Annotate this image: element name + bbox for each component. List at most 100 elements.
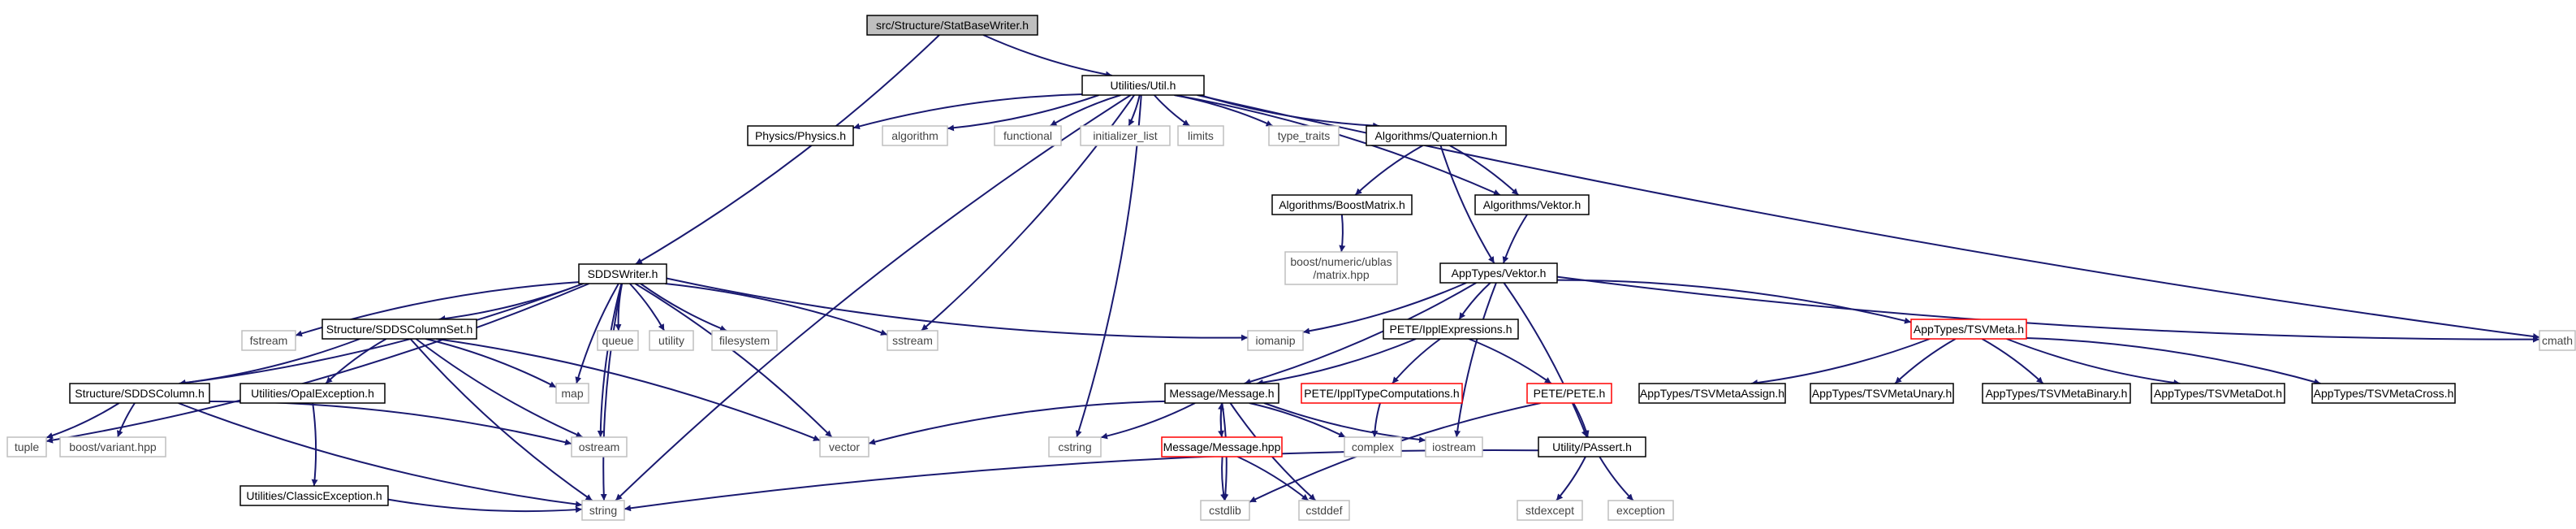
node-label: cstddef [1305,504,1342,517]
edge-message_hpp-to-cstdlib [1220,456,1227,501]
node-fstream: fstream [241,330,296,351]
edge-path [1263,402,1426,444]
node-label: Utilities/OpalException.h [251,387,374,400]
node-label: PETE/PETE.h [1534,387,1606,400]
edge-path [1449,145,1520,196]
edge-path [1174,94,1501,196]
node-label: filesystem [719,334,770,347]
node-box [239,383,386,404]
node-box [1164,383,1279,404]
edge-sdds_writer-to-utility [629,283,666,332]
node-tsv-dot[interactable]: AppTypes/TSVMetaDot.h [2151,383,2285,404]
node-passert[interactable]: Utility/PAssert.h [1538,436,1646,457]
edge-pete-to-passert [1573,402,1590,438]
node-utility: utility [649,330,694,351]
edge-app_vektor-to-iostream [1454,282,1497,438]
node-tsv-binary[interactable]: AppTypes/TSVMetaBinary.h [1982,383,2131,404]
node-cstring: cstring [1048,436,1102,457]
edge-columnset-to-vector [436,338,821,441]
edge-ippl_type-to-complex [1371,402,1381,438]
node-box [321,319,477,340]
node-cmath: cmath [2539,330,2576,351]
node-classic-exc[interactable]: Utilities/ClassicException.h [239,485,389,506]
node-label: AppTypes/Vektor.h [1452,267,1547,280]
edge-sdds_column-to-tuple [45,402,120,439]
node-label: iomanip [1255,334,1295,347]
node-sdds-column[interactable]: Structure/SDDSColumn.h [69,383,210,404]
node-box [1177,125,1224,146]
edge-path [1556,279,1912,324]
edge-ippl_expr-to-ippl_type [1392,338,1441,384]
edge-path [600,283,623,501]
node-sdds-writer[interactable]: SDDSWriter.h [578,263,667,284]
edge-util-to-limits [1153,94,1190,127]
edge-sdds_writer-to-sdds_column [179,283,584,386]
node-label: string [589,504,617,517]
node-label: queue [602,334,634,347]
node-box [711,330,778,351]
node-opal-exc[interactable]: Utilities/OpalException.h [239,383,386,404]
edge-quaternion-to-app_vektor [1439,145,1495,264]
edge-path [179,283,584,386]
edge-columnset-to-ostream [415,338,584,438]
node-label: functional [1003,129,1052,142]
node-box [1383,319,1519,340]
node-message-h[interactable]: Message/Message.h [1164,383,1279,404]
node-tsvmeta[interactable]: AppTypes/TSVMeta.h [1910,319,2027,340]
node-tsv-unary[interactable]: AppTypes/TSVMetaUnary.h [1810,383,1954,404]
node-label: stdexcept [1525,504,1574,517]
node-tsv-assign[interactable]: AppTypes/TSVMetaAssign.h [1638,383,1786,404]
node-exception: exception [1607,500,1674,521]
node-label: cmath [2542,334,2573,347]
node-box [1298,500,1350,521]
node-boostmatrix[interactable]: Algorithms/BoostMatrix.h [1271,194,1413,215]
node-quaternion[interactable]: Algorithms/Quaternion.h [1366,125,1507,146]
node-alg-vektor[interactable]: Algorithms/Vektor.h [1474,194,1590,215]
edge-path [2006,338,2181,386]
node-ippl-type[interactable]: PETE/IpplTypeComputations.h [1301,383,1463,404]
node-app-vektor[interactable]: AppTypes/Vektor.h [1439,262,1558,284]
edge-path [1503,282,1588,438]
edge-statbase-to-sdds_writer [635,34,940,265]
edge-path [1244,282,1477,385]
node-box [1268,125,1340,146]
edge-path [179,338,360,386]
edge-app_vektor-to-ippl_expr [1458,282,1491,320]
edge-path [635,34,940,265]
node-label: Algorithms/Vektor.h [1483,198,1581,211]
node-box [1247,330,1304,351]
node-label: Algorithms/Quaternion.h [1375,129,1498,142]
edge-path [1249,402,1346,438]
node-box [1284,251,1398,285]
node-ippl-expr[interactable]: PETE/IpplExpressions.h [1383,319,1519,340]
node-box [1910,319,2027,340]
edge-alg_vektor-to-app_vektor [1502,214,1528,264]
node-label: type_traits [1278,129,1331,142]
node-sstream: sstream [887,330,938,351]
node-statbase: src/Structure/StatBaseWriter.h [866,15,1038,36]
edge-passert-to-stdexcept [1556,456,1586,501]
node-box [882,125,948,146]
node-util[interactable]: Utilities/Util.h [1081,75,1205,96]
edge-message_hpp-to-message_h [1218,402,1225,438]
edge-app_vektor-to-passert [1503,282,1588,438]
node-tsv-cross[interactable]: AppTypes/TSVMetaCross.h [2311,383,2456,404]
node-pete[interactable]: PETE/PETE.h [1526,383,1612,404]
node-box [1439,262,1558,284]
edge-columnset-to-opal_exc [325,338,387,384]
node-label: AppTypes/TSVMetaCross.h [2314,387,2454,400]
node-box [69,383,210,404]
node-columnset[interactable]: Structure/SDDSColumnSet.h [321,319,477,340]
edge-path [868,400,1166,445]
node-label: iostream [1432,440,1476,453]
edge-path [209,401,572,446]
node-box [581,500,625,521]
edge-path [1894,338,1957,384]
edge-message_hpp-to-cstddef [1236,456,1310,501]
node-message-hpp[interactable]: Message/Message.hpp [1161,436,1283,457]
node-box [1301,383,1463,404]
node-box [6,436,47,457]
node-physics[interactable]: Physics/Physics.h [747,125,854,146]
node-label: PETE/IpplTypeComputations.h [1304,387,1459,400]
